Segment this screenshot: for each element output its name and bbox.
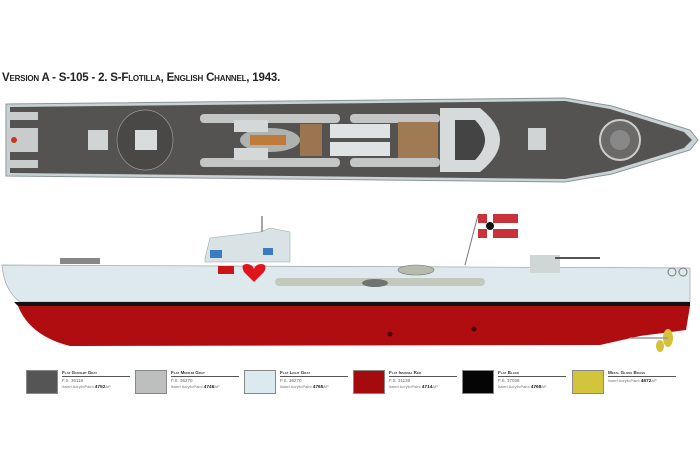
paint-name: Flat Gunship Gray bbox=[62, 370, 130, 377]
paint-chip: Metal Gloss Brass Italeri AcrylicPaint 4… bbox=[572, 370, 677, 398]
torpedo bbox=[200, 114, 340, 123]
fs-code: F.S. 31136 bbox=[389, 378, 411, 383]
heart-emblem bbox=[242, 264, 266, 282]
fore-gun bbox=[530, 255, 560, 273]
color-swatch bbox=[244, 370, 276, 394]
version-title: Version A - S-105 - 2. S-Flotilla, Engli… bbox=[2, 72, 281, 84]
paint-code: Italeri AcrylicPaint 4768AP bbox=[498, 384, 547, 390]
hull-red bbox=[18, 306, 690, 346]
top-view bbox=[5, 97, 699, 183]
paint-chip: Flat Medium Gray F.S. 36270 Italeri Acry… bbox=[135, 370, 240, 398]
paint-code: Italeri AcrylicPaint 4746AP bbox=[171, 384, 220, 390]
paint-name: Flat Medium Gray bbox=[171, 370, 239, 377]
color-swatch bbox=[572, 370, 604, 394]
wood-deck bbox=[300, 124, 322, 156]
side-view bbox=[1, 214, 691, 352]
paint-name: Flat Light Gray bbox=[280, 370, 348, 377]
side-dinghy bbox=[397, 264, 435, 276]
fs-code: F.S. 36270 bbox=[280, 378, 302, 383]
paint-code: Italeri AcrylicPaint 4752AP bbox=[62, 384, 111, 390]
paint-chip: Flat Gunship Gray F.S. 36118 Italeri Acr… bbox=[26, 370, 131, 398]
paint-chip: Flat Black F.S. 37038 Italeri AcrylicPai… bbox=[462, 370, 567, 398]
fs-code: F.S. 37038 bbox=[498, 378, 520, 383]
paint-code: Italeri AcrylicPaint 4714AP bbox=[389, 384, 438, 390]
color-swatch bbox=[26, 370, 58, 394]
paint-code: Italeri AcrylicPaint 4672AP bbox=[608, 378, 657, 384]
ship-drawings bbox=[1, 97, 699, 352]
paint-name: Metal Gloss Brass bbox=[608, 370, 676, 377]
paint-legend: Flat Gunship Gray F.S. 36118 Italeri Acr… bbox=[0, 370, 700, 400]
fs-code: F.S. 36118 bbox=[62, 378, 84, 383]
paint-name: Flat Insignia Red bbox=[389, 370, 457, 377]
propellers bbox=[630, 329, 673, 352]
color-swatch bbox=[353, 370, 385, 394]
flag bbox=[478, 214, 518, 238]
boot-topping bbox=[14, 302, 690, 306]
paint-code: Italeri AcrylicPaint 4765AP bbox=[280, 384, 329, 390]
top-deck bbox=[10, 101, 692, 179]
color-swatch bbox=[135, 370, 167, 394]
paint-name: Flat Black bbox=[498, 370, 566, 377]
paint-chip: Flat Light Gray F.S. 36270 Italeri Acryl… bbox=[244, 370, 349, 398]
color-swatch bbox=[462, 370, 494, 394]
paint-chip: Flat Insignia Red F.S. 31136 Italeri Acr… bbox=[353, 370, 458, 398]
fs-code: F.S. 36270 bbox=[171, 378, 193, 383]
